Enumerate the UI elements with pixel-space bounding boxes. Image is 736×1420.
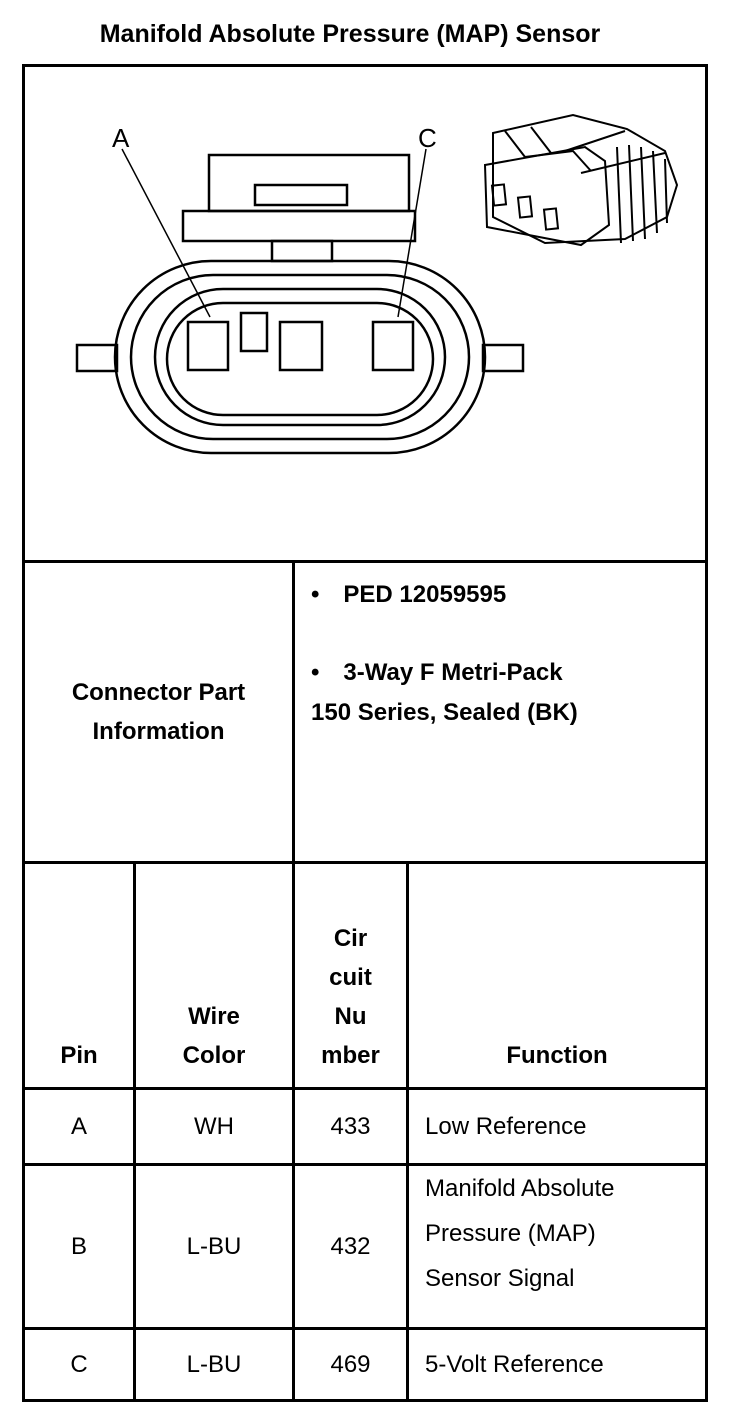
connector-3d-view xyxy=(483,113,679,247)
terminal-face xyxy=(165,301,435,417)
divider xyxy=(292,864,295,1399)
header-pin: Pin xyxy=(60,1042,98,1069)
table-cell-pin: B xyxy=(70,1233,87,1260)
function-line: Manifold Absolute xyxy=(425,1175,615,1202)
header-circuit-line: mber xyxy=(321,1042,380,1069)
info-item-2-line2: 150 Series, Sealed (BK) xyxy=(311,693,578,733)
housing-outer xyxy=(113,259,487,455)
connector-latch xyxy=(207,153,411,213)
pin-label-a: A xyxy=(112,123,130,153)
terminal-b xyxy=(278,320,324,372)
table-cell-pin: A xyxy=(70,1113,87,1140)
connector-info-details: • PED 12059595 • 3-Way F Metri-Pack 150 Se… xyxy=(295,563,705,861)
latch-window xyxy=(253,183,349,207)
table-cell-function: Manifold Absolute Pressure (MAP) Sensor … xyxy=(409,1166,705,1327)
leader-a xyxy=(121,148,211,318)
keyway xyxy=(239,311,269,353)
header-wire-color-line: Wire xyxy=(188,1003,240,1030)
pin-label-c: C xyxy=(418,123,437,153)
info-item-1: • PED 12059595 xyxy=(311,575,506,615)
divider xyxy=(133,864,136,1399)
connector-table: A C Connector Part Information • PED 1205… xyxy=(22,64,708,1402)
header-circuit-line: Nu xyxy=(334,1003,367,1030)
info-item-2: • 3-Way F Metri-Pack xyxy=(311,653,563,693)
terminal-a xyxy=(186,320,230,372)
table-cell-wire: WH xyxy=(194,1113,234,1140)
table-cell-circuit: 433 xyxy=(330,1113,371,1140)
page-title: Manifold Absolute Pressure (MAP) Sensor xyxy=(99,20,601,48)
table-cell-function: Low Reference xyxy=(425,1113,587,1140)
connector-series: 150 Series, Sealed (BK) xyxy=(311,699,578,726)
table-cell-wire: L-BU xyxy=(186,1351,242,1378)
bullet: • xyxy=(311,581,320,608)
table-cell-function: 5-Volt Reference xyxy=(425,1351,604,1378)
connector-info-label-text: Connector Part Information xyxy=(71,679,246,745)
table-cell-pin: C xyxy=(70,1351,88,1378)
divider xyxy=(406,864,409,1399)
header-circuit-line: Cir xyxy=(333,925,368,952)
housing-mid xyxy=(129,273,471,441)
table-cell-circuit: 432 xyxy=(330,1233,371,1260)
bullet: • xyxy=(311,659,320,686)
function-line: Pressure (MAP) xyxy=(425,1220,596,1247)
table-cell-wire: L-BU xyxy=(186,1233,242,1260)
left-ear xyxy=(75,343,119,373)
divider xyxy=(292,563,295,861)
connector-diagram: A C xyxy=(75,113,679,455)
center-tab xyxy=(270,239,334,263)
connector-shoulder xyxy=(181,209,417,243)
header-circuit-number: Cir cuit Nu mber xyxy=(295,919,406,1075)
header-wire-color: Wire Color xyxy=(136,997,292,1075)
leader-c xyxy=(397,148,427,318)
part-number: PED 12059595 xyxy=(343,581,507,608)
header-circuit-line: cuit xyxy=(329,964,372,991)
terminal-c xyxy=(371,320,415,372)
divider xyxy=(25,1163,705,1166)
divider xyxy=(25,1327,705,1330)
connector-info-label: Connector Part Information xyxy=(25,563,292,861)
function-line: Sensor Signal xyxy=(425,1265,575,1292)
divider xyxy=(25,1087,705,1090)
connector-type: 3-Way F Metri-Pack xyxy=(343,659,563,686)
right-ear xyxy=(481,343,525,373)
header-function: Function xyxy=(506,1042,608,1069)
divider xyxy=(25,560,705,563)
housing-inner xyxy=(153,287,447,427)
header-wire-color-line: Color xyxy=(182,1042,246,1069)
divider xyxy=(25,861,705,864)
table-cell-circuit: 469 xyxy=(330,1351,371,1378)
